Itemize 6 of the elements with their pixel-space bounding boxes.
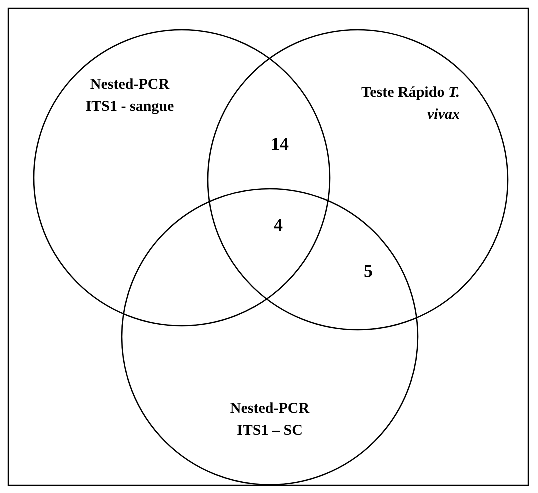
set-label: Teste Rápido T. vivax	[360, 84, 460, 125]
intersection-count: 5	[364, 261, 373, 282]
intersection-count: 4	[274, 215, 283, 236]
set-label: Nested-PCR ITS1 - sangue	[84, 76, 176, 117]
set-label: Nested-PCR ITS1 – SC	[229, 400, 311, 441]
intersection-count: 14	[271, 134, 289, 155]
